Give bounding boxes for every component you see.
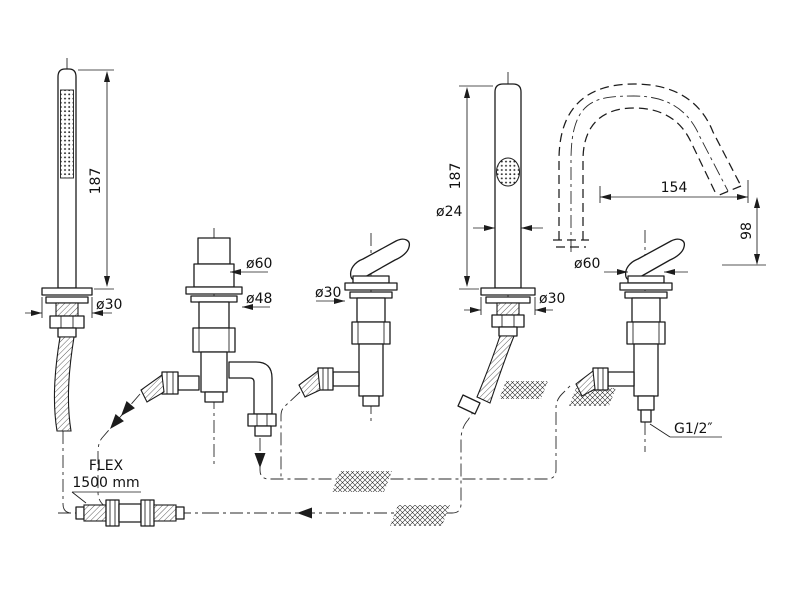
dim-diverter-base: ø48 [246, 291, 272, 307]
dim-left-handle-base: ø30 [315, 285, 341, 301]
braided-stub [575, 369, 596, 397]
hand-shower-front-view [457, 83, 536, 415]
flow-arrows [110, 401, 312, 519]
flex-hose-assembly [75, 499, 185, 527]
braided-stub [140, 374, 165, 403]
braided-stub [298, 369, 321, 398]
flow-arrow-downleft-icon [110, 414, 124, 429]
dim-column-base: ø30 [539, 291, 565, 307]
dim-spout-height: 98 [739, 222, 755, 240]
spout [553, 83, 742, 248]
diverter-unit [140, 237, 277, 437]
lever [624, 238, 685, 281]
right-handle [575, 238, 685, 423]
braided-hose [53, 336, 75, 432]
dim-right-handle-cap: ø60 [574, 256, 600, 272]
lever [349, 238, 410, 281]
dim-hand-shower-base: ø30 [96, 297, 122, 313]
elbow-outlet [228, 361, 273, 415]
spray-face [496, 157, 520, 187]
dim-hand-shower-height: 187 [88, 168, 104, 195]
deck-patch [332, 471, 392, 492]
spray-face [60, 89, 74, 179]
flow-arrow-downleft-icon [121, 401, 135, 416]
dimension-annotations: 187 ø30 ø60 ø48 ø30 187 ø24 [25, 69, 766, 504]
deck-patch [390, 505, 450, 526]
deck-patch [499, 381, 548, 399]
dim-column-height: 187 [448, 163, 464, 190]
dim-spout-reach: 154 [661, 180, 688, 196]
flow-arrow-left-icon [297, 507, 312, 519]
label-flex-line2: 1500 mm [72, 475, 139, 491]
dim-column-diameter: ø24 [436, 204, 462, 220]
flow-arrow-down-icon [254, 453, 266, 468]
dim-diverter-cap: ø60 [246, 256, 272, 272]
braided-hose [476, 335, 515, 404]
label-thread-size: G1/2″ [674, 421, 713, 437]
hand-shower-side-view [41, 68, 93, 432]
left-handle [298, 238, 410, 407]
label-flex-line1: FLEX [89, 458, 124, 474]
